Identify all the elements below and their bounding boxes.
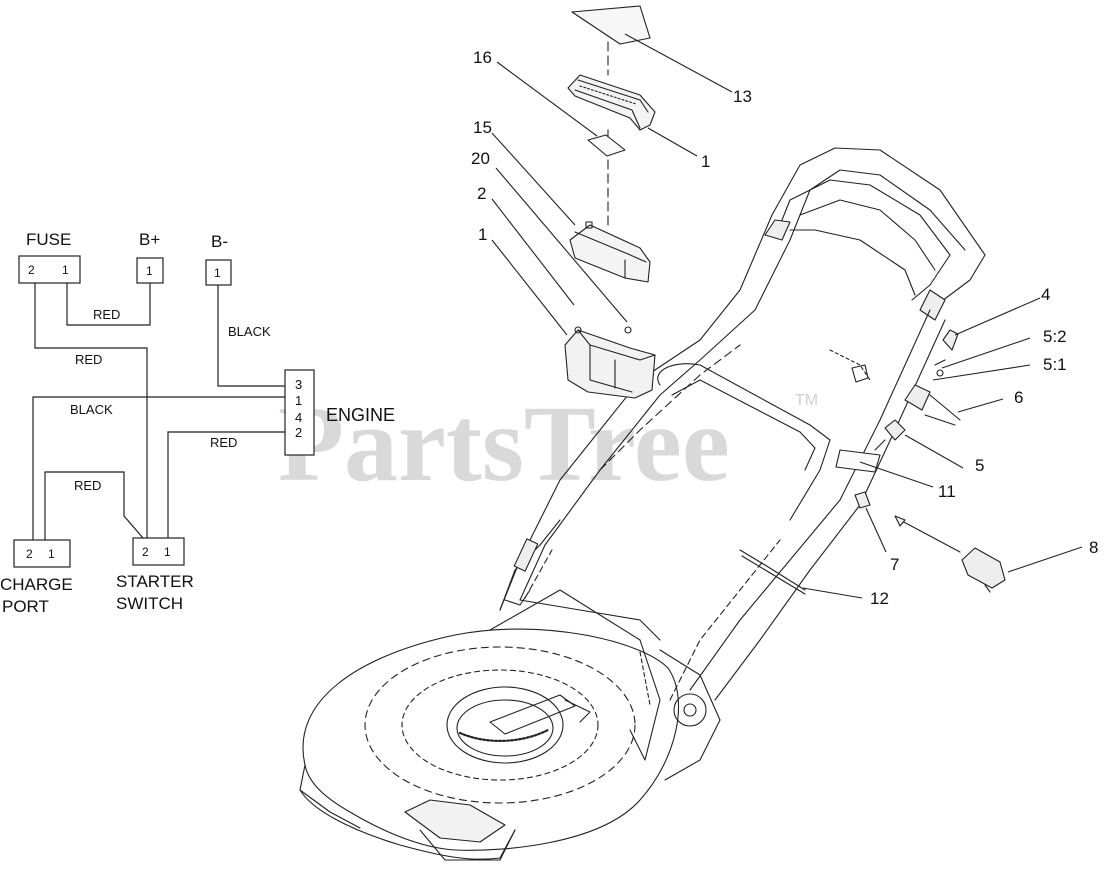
callout-20: 20: [471, 149, 490, 168]
wire-engine-switch: [167, 431, 285, 538]
mower-handle: [499, 147, 986, 701]
part-11-label: [835, 449, 881, 473]
part-8-charger: [894, 515, 1006, 593]
fuse-title: FUSE: [26, 230, 71, 249]
engine-pin-2: 2: [295, 425, 302, 440]
engine-pin-3: 3: [295, 377, 302, 392]
wire-engine-charge: [32, 396, 285, 540]
part-4-key: [942, 329, 959, 351]
callout-15: 15: [473, 118, 492, 137]
switch-pin-2: 2: [142, 545, 149, 559]
watermark-tm: TM: [795, 392, 818, 409]
callout-12: 12: [870, 589, 889, 608]
part-12-tie: [739, 549, 806, 595]
callout-4: 4: [1041, 285, 1050, 304]
charge-port-title-1: CHARGE: [0, 575, 73, 594]
callout-2: 2: [477, 184, 486, 203]
charge-port-title-2: PORT: [2, 597, 49, 616]
part-15-battery: [569, 221, 651, 283]
engine-pin-1: 1: [295, 393, 302, 408]
callout-5: 5: [975, 456, 984, 475]
callout-11: 11: [938, 482, 956, 501]
starter-switch-title-2: SWITCH: [116, 594, 183, 613]
callout-6: 6: [1014, 388, 1023, 407]
wire-label-fuse-bplus: RED: [93, 307, 120, 322]
bminus-title: B-: [211, 232, 228, 251]
wire-label-bminus-engine: BLACK: [228, 324, 271, 339]
fuse-pin-1: 1: [62, 263, 69, 277]
charge-port-connector: 2 1 CHARGE PORT: [0, 539, 73, 616]
part-1-cover: [567, 74, 656, 131]
charge-pin-1: 1: [48, 547, 55, 561]
callout-5-2: 5:2: [1043, 327, 1067, 346]
engine-pin-4: 4: [295, 410, 302, 425]
wire-fuse-bplus: [66, 283, 151, 326]
callout-7: 7: [890, 555, 899, 574]
wire-label-fuse-switch: RED: [75, 352, 102, 367]
charge-pin-2: 2: [26, 547, 33, 561]
watermark-text: PartsTree: [278, 385, 730, 504]
callout-5-1: 5:1: [1043, 355, 1067, 374]
bplus-pin-1: 1: [146, 264, 153, 278]
starter-switch-title-1: STARTER: [116, 572, 194, 591]
callout-1-top: 1: [701, 152, 710, 171]
part-5-switch: [829, 349, 961, 421]
wire-label-charge-switch: RED: [74, 478, 101, 493]
switch-pin-1: 1: [164, 545, 171, 559]
part-7-clip: [854, 491, 871, 509]
watermark: PartsTree TM: [278, 385, 818, 504]
wire-color-labels: RED RED BLACK BLACK RED RED: [70, 307, 271, 493]
wire-label-engine-charge: BLACK: [70, 402, 113, 417]
fuse-pin-2: 2: [28, 263, 35, 277]
fuse-connector: FUSE 2 1: [18, 230, 81, 284]
wire-bminus-engine: [217, 285, 285, 387]
part-16-pad: [587, 134, 626, 157]
callout-16: 16: [473, 48, 492, 67]
bminus-pin-1: 1: [214, 266, 221, 280]
bminus-connector: B- 1: [205, 232, 232, 286]
part-5-connector: [874, 419, 906, 451]
callout-13: 13: [733, 87, 752, 106]
callout-1-tray: 1: [478, 225, 487, 244]
starter-switch-connector: 2 1 STARTER SWITCH: [116, 537, 194, 613]
wire-charge-switch: [44, 471, 144, 540]
mower-illustration: [299, 5, 1006, 861]
engine-connector: 3 1 4 2 ENGINE: [284, 369, 395, 456]
part-6-screw: [924, 414, 956, 426]
leader-lines: [491, 33, 1083, 599]
part-13-label: [571, 5, 651, 45]
bplus-title: B+: [139, 230, 160, 249]
part-1-tray: [564, 326, 656, 399]
wiring-schematic: [32, 283, 285, 540]
wire-fuse-switch: [34, 283, 148, 538]
bplus-connector: B+ 1: [136, 230, 164, 284]
engine-title: ENGINE: [326, 405, 395, 425]
mower-deck: [299, 589, 721, 861]
callouts: 13 16 1 15 20 2 1 4 5:2 5:1 6 5 11 7 8 1…: [471, 48, 1098, 608]
wire-label-engine-switch: RED: [210, 435, 237, 450]
callout-8: 8: [1089, 538, 1098, 557]
